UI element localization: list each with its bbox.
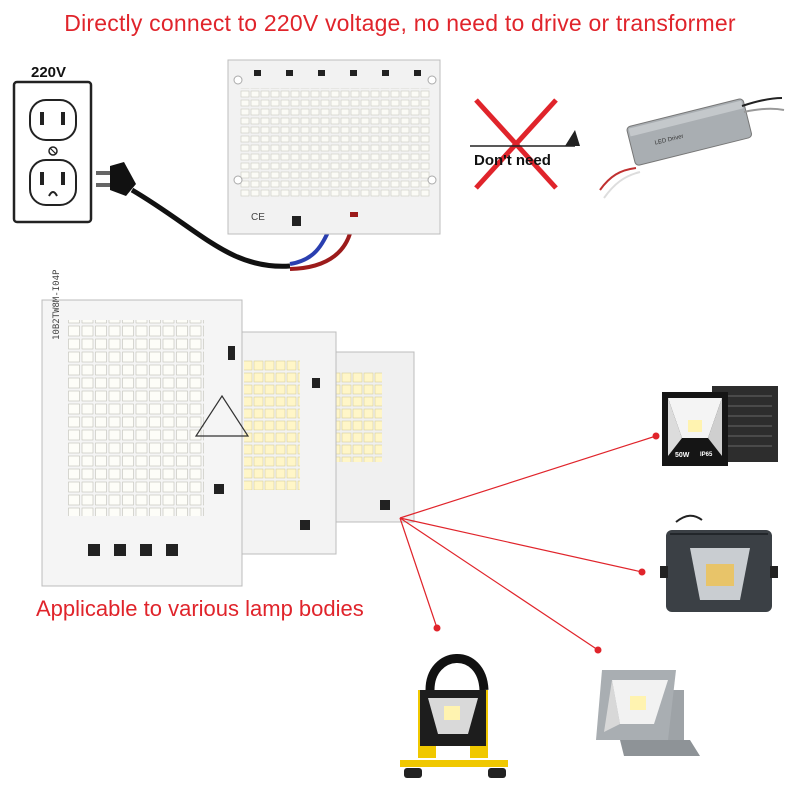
led-board-small: [329, 351, 415, 523]
voltage-label: 220V: [31, 64, 67, 81]
headline: Directly connect to 220V voltage, no nee…: [64, 10, 736, 36]
grey-flood-light-icon: [660, 514, 778, 612]
led-board-medium: [235, 331, 337, 555]
dont-need-label: Don't need: [474, 152, 551, 169]
not-needed-cross: [470, 98, 580, 190]
applicability-caption: Applicable to various lamp bodies: [36, 596, 364, 621]
wall-outlet: [12, 80, 93, 224]
external-driver: LED Driver: [599, 97, 785, 199]
svg-text:CE: CE: [251, 212, 265, 223]
top-led-board: CE: [227, 59, 441, 235]
pcb-marking: 10B2TW8M-I04P: [52, 269, 62, 340]
lamp-wattage-badge: 50W: [675, 452, 690, 459]
led-board-large: [41, 299, 250, 587]
silver-flood-light-icon: [596, 670, 700, 756]
connector-lines: [399, 435, 657, 651]
black-flood-light-icon: [662, 386, 778, 466]
yellow-work-light-icon: [400, 654, 508, 778]
lamp-ip-rating: IP65: [700, 452, 713, 458]
